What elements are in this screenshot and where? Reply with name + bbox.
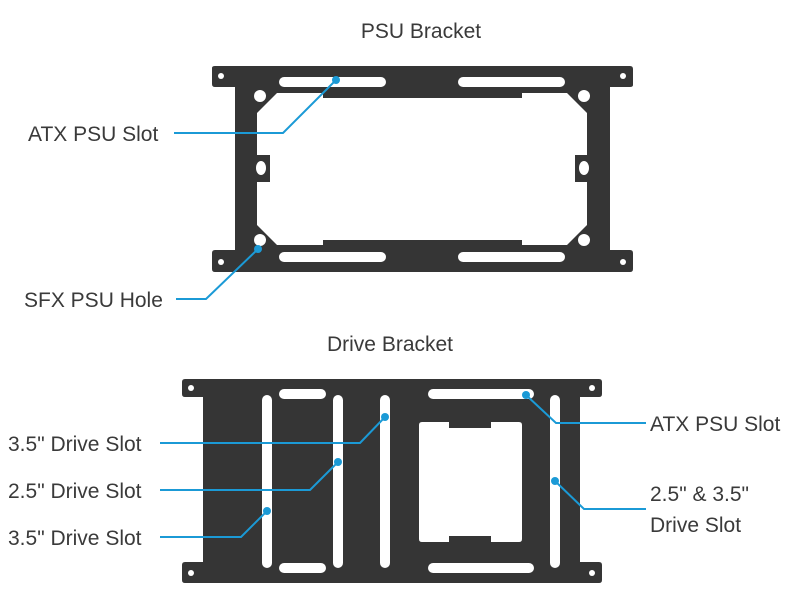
- leader-line: [176, 248, 259, 300]
- mount-hole: [579, 161, 589, 175]
- drive-slot-25: [333, 395, 343, 568]
- psu-slot: [458, 252, 565, 262]
- callout-drive-slot-35-top: 3.5" Drive Slot: [8, 433, 142, 456]
- psu-bracket-title: PSU Bracket: [361, 20, 481, 43]
- leader-line: [525, 394, 646, 424]
- screw-hole: [620, 259, 626, 265]
- callout-dot: [334, 458, 342, 466]
- mount-hole: [256, 161, 266, 175]
- screw-hole: [620, 73, 626, 79]
- psu-slot: [279, 252, 386, 262]
- atx-psu-slot: [428, 563, 534, 573]
- callout-drive-slot-35-bottom: 3.5" Drive Slot: [8, 527, 142, 550]
- callout-dot: [263, 507, 271, 515]
- callout-combo-slot-line2: Drive Slot: [650, 514, 741, 537]
- leader-line: [160, 510, 268, 538]
- drive-bracket-plate: [182, 379, 602, 583]
- psu-slot: [458, 77, 565, 87]
- screw-hole: [218, 73, 224, 79]
- callout-sfx-psu-hole: SFX PSU Hole: [24, 289, 163, 312]
- atx-psu-slot: [428, 389, 534, 399]
- screw-hole: [218, 259, 224, 265]
- callout-dot: [332, 76, 340, 84]
- drive-slot-35: [262, 395, 272, 568]
- screw-hole: [188, 570, 194, 576]
- mount-hole: [578, 234, 590, 246]
- leader-line: [160, 461, 339, 491]
- screw-hole: [589, 385, 595, 391]
- drive-bracket-title: Drive Bracket: [327, 333, 453, 356]
- slot: [279, 389, 326, 399]
- callout-dot: [522, 391, 530, 399]
- callout-dot: [551, 477, 559, 485]
- callout-atx-psu-slot: ATX PSU Slot: [28, 123, 158, 146]
- atx-psu-slot: [279, 77, 386, 87]
- mount-hole: [578, 90, 590, 102]
- psu-bracket: [212, 66, 633, 272]
- leader-line: [174, 79, 337, 134]
- slot: [279, 563, 326, 573]
- screw-hole: [188, 385, 194, 391]
- sfx-psu-hole: [254, 234, 266, 246]
- mount-hole: [254, 90, 266, 102]
- callout-dot: [254, 245, 262, 253]
- psu-bracket-plate: [212, 66, 633, 272]
- callout-combo-slot-line1: 2.5" & 3.5": [650, 483, 749, 506]
- leader-line: [160, 416, 386, 444]
- drive-slot-35: [380, 395, 390, 568]
- screw-hole: [589, 570, 595, 576]
- leader-line: [554, 480, 646, 510]
- drive-bracket: [182, 379, 602, 583]
- callout-atx-psu-slot-drive: ATX PSU Slot: [650, 413, 780, 436]
- callout-drive-slot-25: 2.5" Drive Slot: [8, 480, 142, 503]
- callout-dot: [381, 413, 389, 421]
